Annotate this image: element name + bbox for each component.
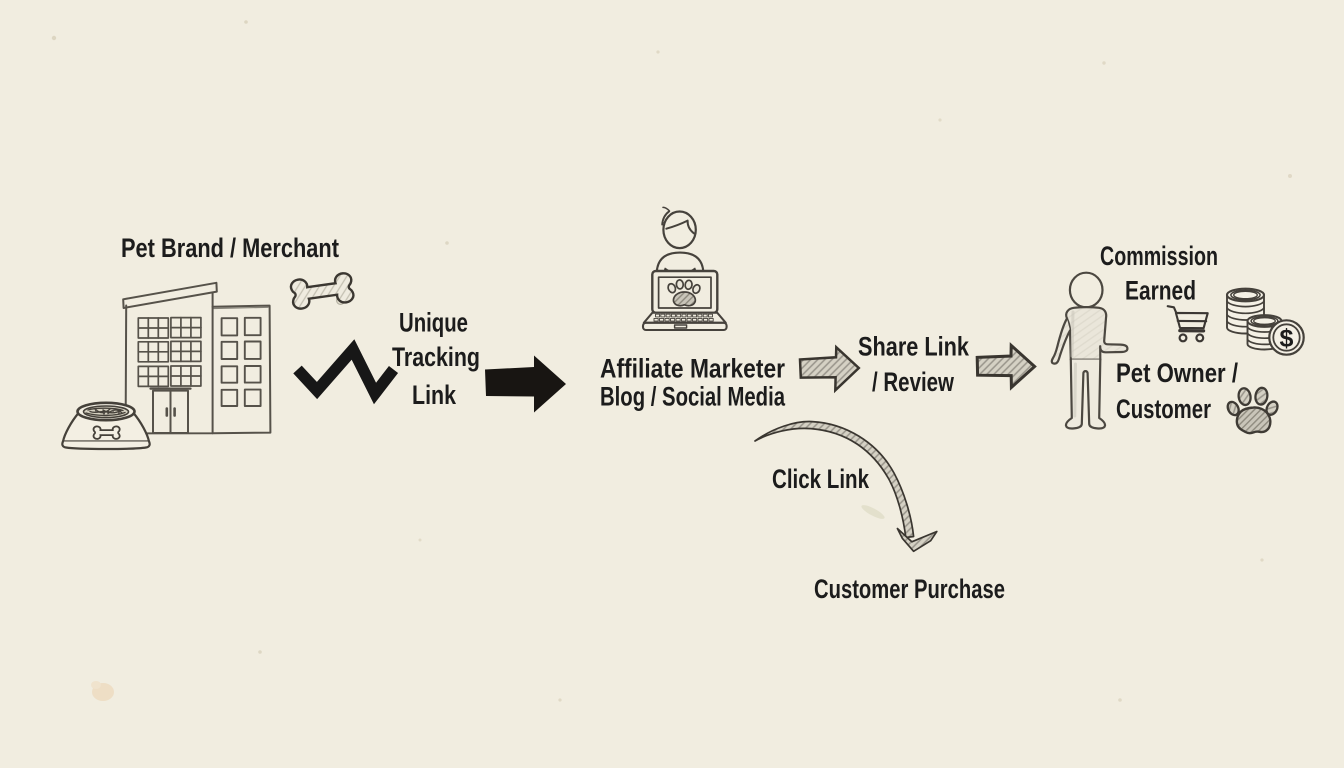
svg-text:Customer: Customer — [1116, 394, 1211, 424]
svg-text:Earned: Earned — [1125, 276, 1196, 306]
svg-text:Tracking: Tracking — [392, 342, 480, 372]
svg-text:Link: Link — [412, 380, 457, 410]
svg-text:$: $ — [1280, 325, 1294, 353]
svg-text:Pet Owner /: Pet Owner / — [1116, 358, 1238, 388]
svg-text:Commission: Commission — [1100, 241, 1218, 271]
svg-text:Affiliate Marketer: Affiliate Marketer — [600, 354, 785, 384]
svg-text:/ Review: / Review — [872, 367, 955, 397]
svg-text:Unique: Unique — [399, 308, 468, 338]
svg-text:Blog / Social Media: Blog / Social Media — [600, 382, 786, 412]
svg-text:Share Link: Share Link — [858, 332, 970, 362]
svg-text:Pet Brand / Merchant: Pet Brand / Merchant — [121, 233, 339, 263]
svg-text:Click Link: Click Link — [772, 464, 870, 494]
svg-text:Customer Purchase: Customer Purchase — [814, 574, 1005, 604]
